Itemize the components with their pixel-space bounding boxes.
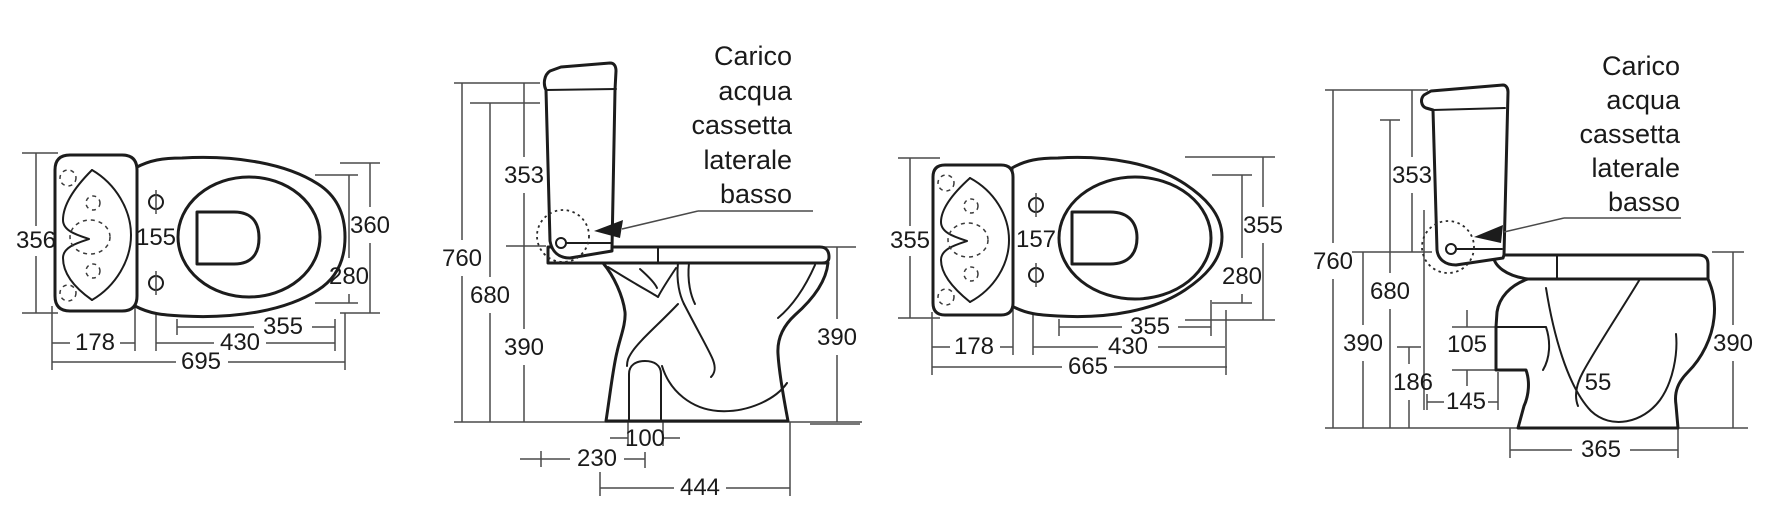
dim-base-length: 444 <box>680 474 720 501</box>
cistern-lid-seam <box>1432 107 1506 111</box>
bowl-interior <box>607 262 816 422</box>
note-line: laterale <box>1591 153 1680 183</box>
dim-outlet-depth: 145 <box>1446 388 1486 415</box>
dim-overall-width: 355 <box>890 227 930 254</box>
dim-tank-depth: 178 <box>954 333 994 360</box>
dim-hole-spacing: 157 <box>1016 226 1056 253</box>
dim-overall-length: 695 <box>181 348 221 375</box>
note-line: Carico <box>714 41 792 71</box>
dim-bowl-inner: 280 <box>329 263 369 290</box>
dim-trap-offset: 55 <box>1585 369 1612 396</box>
dim-base-width: 365 <box>1581 436 1621 463</box>
dim-bowl-outer: 355 <box>1243 212 1283 239</box>
dim-lid-height: 680 <box>470 282 510 309</box>
plan-left-labels: 356 155 360 280 355 430 178 695 <box>16 212 390 375</box>
dim-tank-height: 353 <box>1392 162 1432 189</box>
seat-slab <box>1491 253 1710 281</box>
dim-fixing-length: 430 <box>1108 333 1148 360</box>
plan-view-right: 355 157 355 280 355 430 178 665 <box>890 155 1283 380</box>
inlet-highlight-circle <box>536 209 590 263</box>
note-line: laterale <box>703 145 792 175</box>
inlet-highlight-circle <box>1421 220 1475 274</box>
cistern-side <box>1420 83 1510 267</box>
side-right-note: Carico acqua cassetta laterale basso <box>1579 51 1681 217</box>
side-view-left: Carico acqua cassetta laterale basso 353… <box>442 41 862 501</box>
note-line: cassetta <box>1579 119 1681 149</box>
note-line: cassetta <box>691 110 793 140</box>
dim-spigot-height: 105 <box>1447 331 1487 358</box>
bowl-opening <box>195 210 261 266</box>
note-line: basso <box>720 179 792 209</box>
dim-seat-length: 355 <box>1130 313 1170 340</box>
leader-arrow <box>1474 217 1681 243</box>
dim-outlet-offset: 230 <box>577 445 617 472</box>
dim-seat-length: 355 <box>263 313 303 340</box>
dim-hole-spacing: 155 <box>136 224 176 251</box>
note-line: Carico <box>1602 51 1680 81</box>
dim-overall-height: 760 <box>442 245 482 272</box>
cistern-lid-seam <box>545 88 617 91</box>
dimension-lines <box>454 82 862 496</box>
water-inlet <box>536 209 612 263</box>
bowl-interior <box>1495 278 1678 423</box>
side-view-right: Carico acqua cassetta laterale basso 353… <box>1313 51 1753 463</box>
note-line: acqua <box>1606 85 1681 115</box>
dim-outlet-height: 186 <box>1393 369 1433 396</box>
fixing-holes <box>148 190 164 295</box>
dim-bowl-height: 390 <box>1343 330 1383 357</box>
dim-overall-width: 356 <box>16 227 56 254</box>
fixing-holes <box>1028 193 1044 287</box>
dim-seat-height: 390 <box>1713 330 1753 357</box>
dim-overall-height: 760 <box>1313 248 1353 275</box>
dim-overall-length: 665 <box>1068 353 1108 380</box>
dim-seat-height: 390 <box>817 324 857 351</box>
note-line: basso <box>1608 187 1680 217</box>
arrow-icon <box>594 220 623 238</box>
dim-bowl-outer: 360 <box>350 212 390 239</box>
dim-bowl-height: 390 <box>504 334 544 361</box>
plan-right-labels: 355 157 355 280 355 430 178 665 <box>890 212 1283 380</box>
side-left-note: Carico acqua cassetta laterale basso <box>691 41 793 209</box>
plan-view-left: 356 155 360 280 355 430 178 695 <box>16 152 390 375</box>
arrow-icon <box>1474 225 1503 243</box>
pedestal-silhouette <box>601 261 830 423</box>
cistern-plan <box>53 153 139 313</box>
dim-tank-depth: 178 <box>75 329 115 356</box>
side-right-labels: 353 760 680 390 105 186 145 55 390 365 <box>1313 162 1753 463</box>
cistern-plan-details <box>937 174 1010 306</box>
dim-tank-height: 353 <box>504 162 544 189</box>
dim-fixing-length: 430 <box>220 329 260 356</box>
dim-outlet-width: 100 <box>625 425 665 452</box>
dim-bowl-inner: 280 <box>1222 263 1262 290</box>
water-inlet <box>1421 220 1503 274</box>
cistern-plan <box>931 163 1015 317</box>
side-left-labels: 353 760 680 390 390 100 230 444 <box>442 162 857 501</box>
leader-arrow <box>594 210 813 238</box>
seat-slab <box>546 245 831 265</box>
pedestal-silhouette <box>1494 277 1716 430</box>
cistern-plan-details <box>59 169 132 302</box>
note-line: acqua <box>718 76 793 106</box>
bowl-opening <box>1070 210 1139 266</box>
dim-lid-height: 680 <box>1370 278 1410 305</box>
